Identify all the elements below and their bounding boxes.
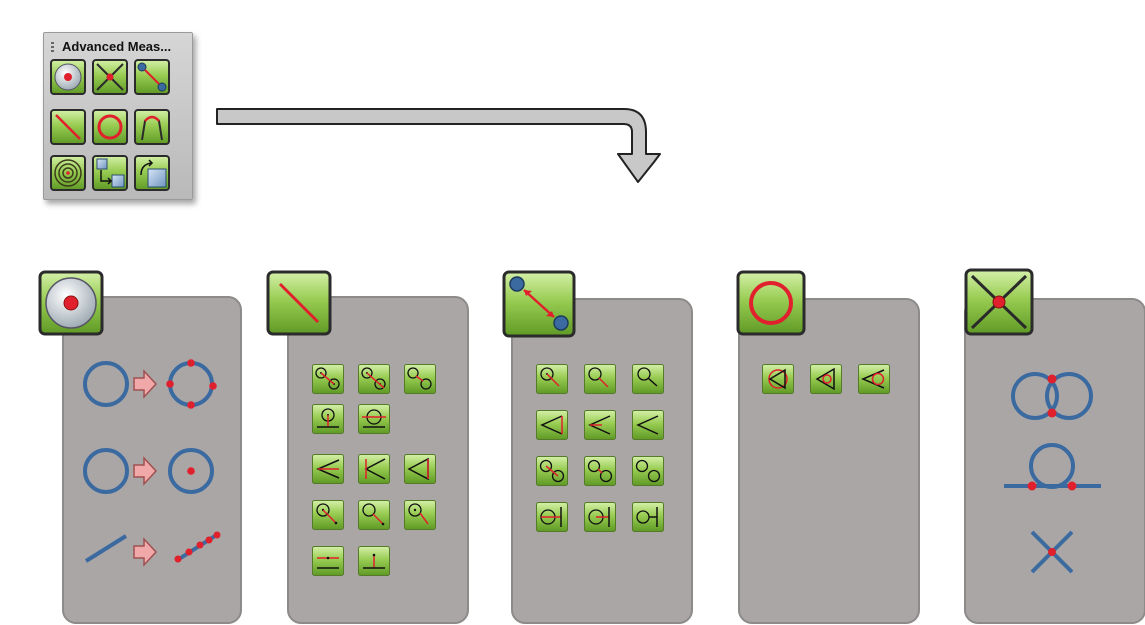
circle-big-button[interactable] [736,270,806,336]
circle-to-line-tool-icon[interactable] [312,404,344,434]
toolbar-grip-icon[interactable] [51,42,54,54]
tool-row-5 [312,546,390,576]
tangent-angle-circle-tool-icon[interactable] [858,364,890,394]
circle-icon [92,109,128,145]
angle-lines-tool-icon[interactable] [312,454,344,484]
line-panel-tools [312,364,436,576]
rotate-transfer-icon [134,155,170,191]
tangent-radius-tool-icon[interactable] [404,500,436,530]
tangent-distance-tool-icon[interactable] [632,364,664,394]
edge-radius-tool-icon[interactable] [358,500,390,530]
edge-edge-distance-tool-icon[interactable] [584,364,616,394]
inscribed-circle-tool-icon[interactable] [810,364,842,394]
intersection-big-button[interactable] [964,268,1034,336]
point-radius-tool-icon[interactable] [312,500,344,530]
circle-circle-center-tool-icon[interactable] [536,456,568,486]
concentric-icon [50,155,86,191]
point-to-point-tool-icon[interactable] [312,364,344,394]
intersection-icon [92,59,128,95]
angle-distance-tool-icon[interactable] [536,410,568,440]
tool-row-2 [312,404,390,434]
rotate-transfer-button[interactable] [134,155,170,191]
line-big-button[interactable] [266,270,332,336]
intersection-panel [964,298,1145,624]
circle-button[interactable] [92,109,128,145]
distance-button[interactable] [134,59,170,95]
circle-circle-edge-tool-icon[interactable] [584,456,616,486]
angle-vertex-tool-icon[interactable] [358,454,390,484]
intersection-button[interactable] [92,59,128,95]
arc-edge-button[interactable] [134,109,170,145]
angle-open-distance-tool-icon[interactable] [632,410,664,440]
perpendicular-point-tool-icon[interactable] [358,546,390,576]
parallel-lines-tool-icon[interactable] [312,546,344,576]
advanced-measure-toolbar: Advanced Meas... [43,32,193,200]
tool-row-1 [312,364,436,394]
angle-opposite-tool-icon[interactable] [404,454,436,484]
distance-icon [134,59,170,95]
circle-shape-icon [83,361,129,407]
circle-line-center-tool-icon[interactable] [536,502,568,532]
circle-line-edge-tool-icon[interactable] [584,502,616,532]
circle-panel [738,298,920,624]
tool-row-4 [312,500,436,530]
intersection-icon [964,268,1034,336]
circle-tangent-line-tool-icon[interactable] [358,404,390,434]
distance-panel-tools [536,364,664,532]
circle-icon [736,270,806,336]
circle-line-gap-tool-icon[interactable] [632,502,664,532]
circle-center-big-button[interactable] [38,270,104,336]
concentric-button[interactable] [50,155,86,191]
flow-arrow-icon [216,108,661,183]
angle-bisect-distance-tool-icon[interactable] [584,410,616,440]
intersection-illustrations [1004,372,1101,574]
distance-icon [502,270,576,338]
circle-panel-tools [762,364,890,394]
line-icon [266,270,332,336]
three-point-circle-tool-icon[interactable] [762,364,794,394]
point-edge-distance-tool-icon[interactable] [536,364,568,394]
point-to-point-edge-tool-icon[interactable] [358,364,390,394]
edge-to-edge-tool-icon[interactable] [404,364,436,394]
disc-center-button[interactable] [50,59,86,95]
circle-circle-gap-tool-icon[interactable] [632,456,664,486]
transfer-button[interactable] [92,155,128,191]
tool-row-3 [312,454,436,484]
circle-center-icon [38,270,104,336]
line-button[interactable] [50,109,86,145]
disc-center-icon [50,59,86,95]
transform-arrow-icon [133,369,158,399]
arc-edge-icon [134,109,170,145]
circle-center-panel [62,296,242,624]
circle-center-illustrations [83,359,221,567]
distance-big-button[interactable] [502,270,576,338]
toolbar-title: Advanced Meas... [62,39,172,54]
transfer-icon [92,155,128,191]
line-icon [50,109,86,145]
